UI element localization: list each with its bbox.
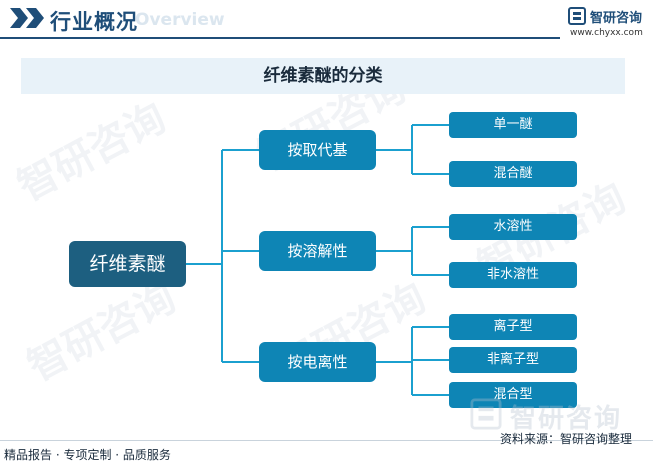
leaf-node-mixed-type: 混合型 — [449, 382, 577, 408]
footer-divider — [0, 440, 653, 441]
leaf-node-single-ether: 单一醚 — [449, 112, 577, 138]
group-node-ionization: 按电离性 — [259, 342, 376, 382]
diagram-title-bar: 纤维素醚的分类 — [21, 58, 625, 94]
footer-slogan: 精品报告 · 专项定制 · 品质服务 — [4, 448, 171, 462]
brand-logo-icon — [568, 7, 586, 25]
leaf-node-mixed-ether: 混合醚 — [449, 161, 577, 187]
leaf-node-nonionic: 非离子型 — [449, 347, 577, 373]
diagram-title: 纤维素醚的分类 — [263, 66, 383, 86]
section-subtitle-en: Overview — [135, 10, 225, 30]
source-note: 资料来源：智研咨询整理 — [500, 432, 633, 446]
leaf-node-water-insoluble: 非水溶性 — [449, 262, 577, 288]
footer-watermark-text: 智研咨询 — [510, 404, 623, 434]
section-title: 行业概况 — [50, 10, 138, 34]
group-node-substituent: 按取代基 — [259, 130, 376, 170]
root-node: 纤维素醚 — [69, 241, 186, 287]
leaf-node-ionic: 离子型 — [449, 314, 577, 340]
footer-watermark: 智研咨询 — [470, 398, 640, 434]
header-divider — [0, 37, 560, 39]
brand-logo-block: 智研咨询 www.chyxx.com — [568, 6, 652, 40]
page-header: 行业概况 Overview 智研咨询 www.chyxx.com — [0, 0, 653, 40]
brand-url: www.chyxx.com — [570, 28, 643, 38]
leaf-node-water-soluble: 水溶性 — [449, 214, 577, 240]
group-node-solubility: 按溶解性 — [259, 231, 376, 271]
double-chevron-icon — [10, 8, 44, 28]
watermark-logo-icon — [470, 398, 502, 430]
brand-name: 智研咨询 — [590, 11, 643, 26]
